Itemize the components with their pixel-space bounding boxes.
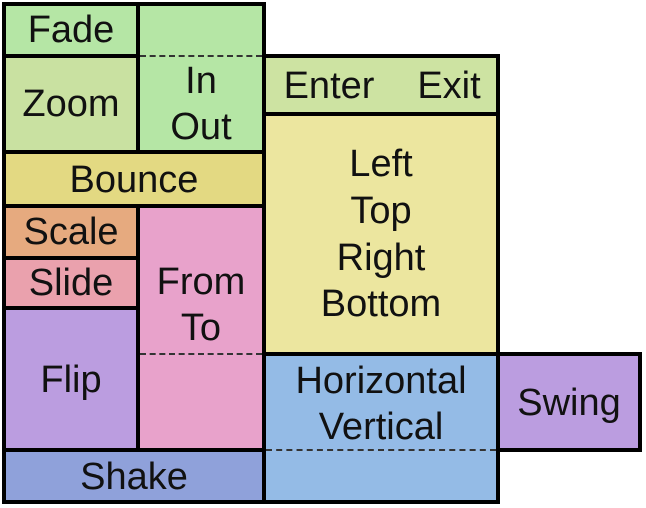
flip-label: Flip [40,359,102,401]
border-line [136,2,140,152]
zoom-label: Zoom [22,83,120,125]
left-label: Left [349,143,413,185]
fade-cell [4,4,138,56]
from-label: From [156,261,246,303]
border-line [2,448,266,452]
out-label: Out [170,106,232,148]
top-label: Top [350,190,412,232]
shake-label: Shake [80,456,188,498]
scale-cell [4,206,138,258]
to-label: To [180,307,222,349]
slide-cell [4,258,138,308]
border-line [262,112,500,116]
border-line [2,150,266,154]
swing-label: Swing [517,382,621,424]
in-label: In [185,60,217,102]
zoom-cell [4,56,138,152]
direction-cell [264,114,498,354]
border-line [2,500,500,504]
border-line [136,204,140,452]
shake-cell [4,450,264,502]
border-line [496,448,642,452]
border-line [638,352,642,452]
border-line [2,256,140,260]
enter-exit-cell [264,56,498,114]
horizontal-label: Horizontal [295,360,467,402]
enter-label: Enter [283,65,375,107]
bounce-label: Bounce [69,159,199,201]
scale-label: Scale [23,211,119,253]
right-label: Right [336,237,426,279]
flip-cell [4,308,138,450]
border-line [2,2,6,504]
exit-label: Exit [417,65,481,107]
bounce-cell [4,152,264,206]
in-out-cell [138,4,264,152]
vertical-label: Vertical [318,406,444,448]
border-line [2,2,266,6]
horizontal-vertical-dashed-divider [266,449,496,451]
border-line [2,306,140,310]
slide-label: Slide [28,262,114,304]
horizontal-vertical-cell [264,354,498,502]
border-line [262,352,642,356]
from-to-dashed-divider [140,353,262,355]
bottom-label: Bottom [320,283,442,325]
border-line [2,204,266,208]
from-to-cell [138,206,264,450]
border-line [262,2,266,504]
border-line [2,54,140,58]
fade-label: Fade [27,9,115,51]
border-line [496,54,500,504]
border-line [262,54,500,58]
swing-cell [498,354,640,450]
in-out-dashed-divider [140,55,262,57]
